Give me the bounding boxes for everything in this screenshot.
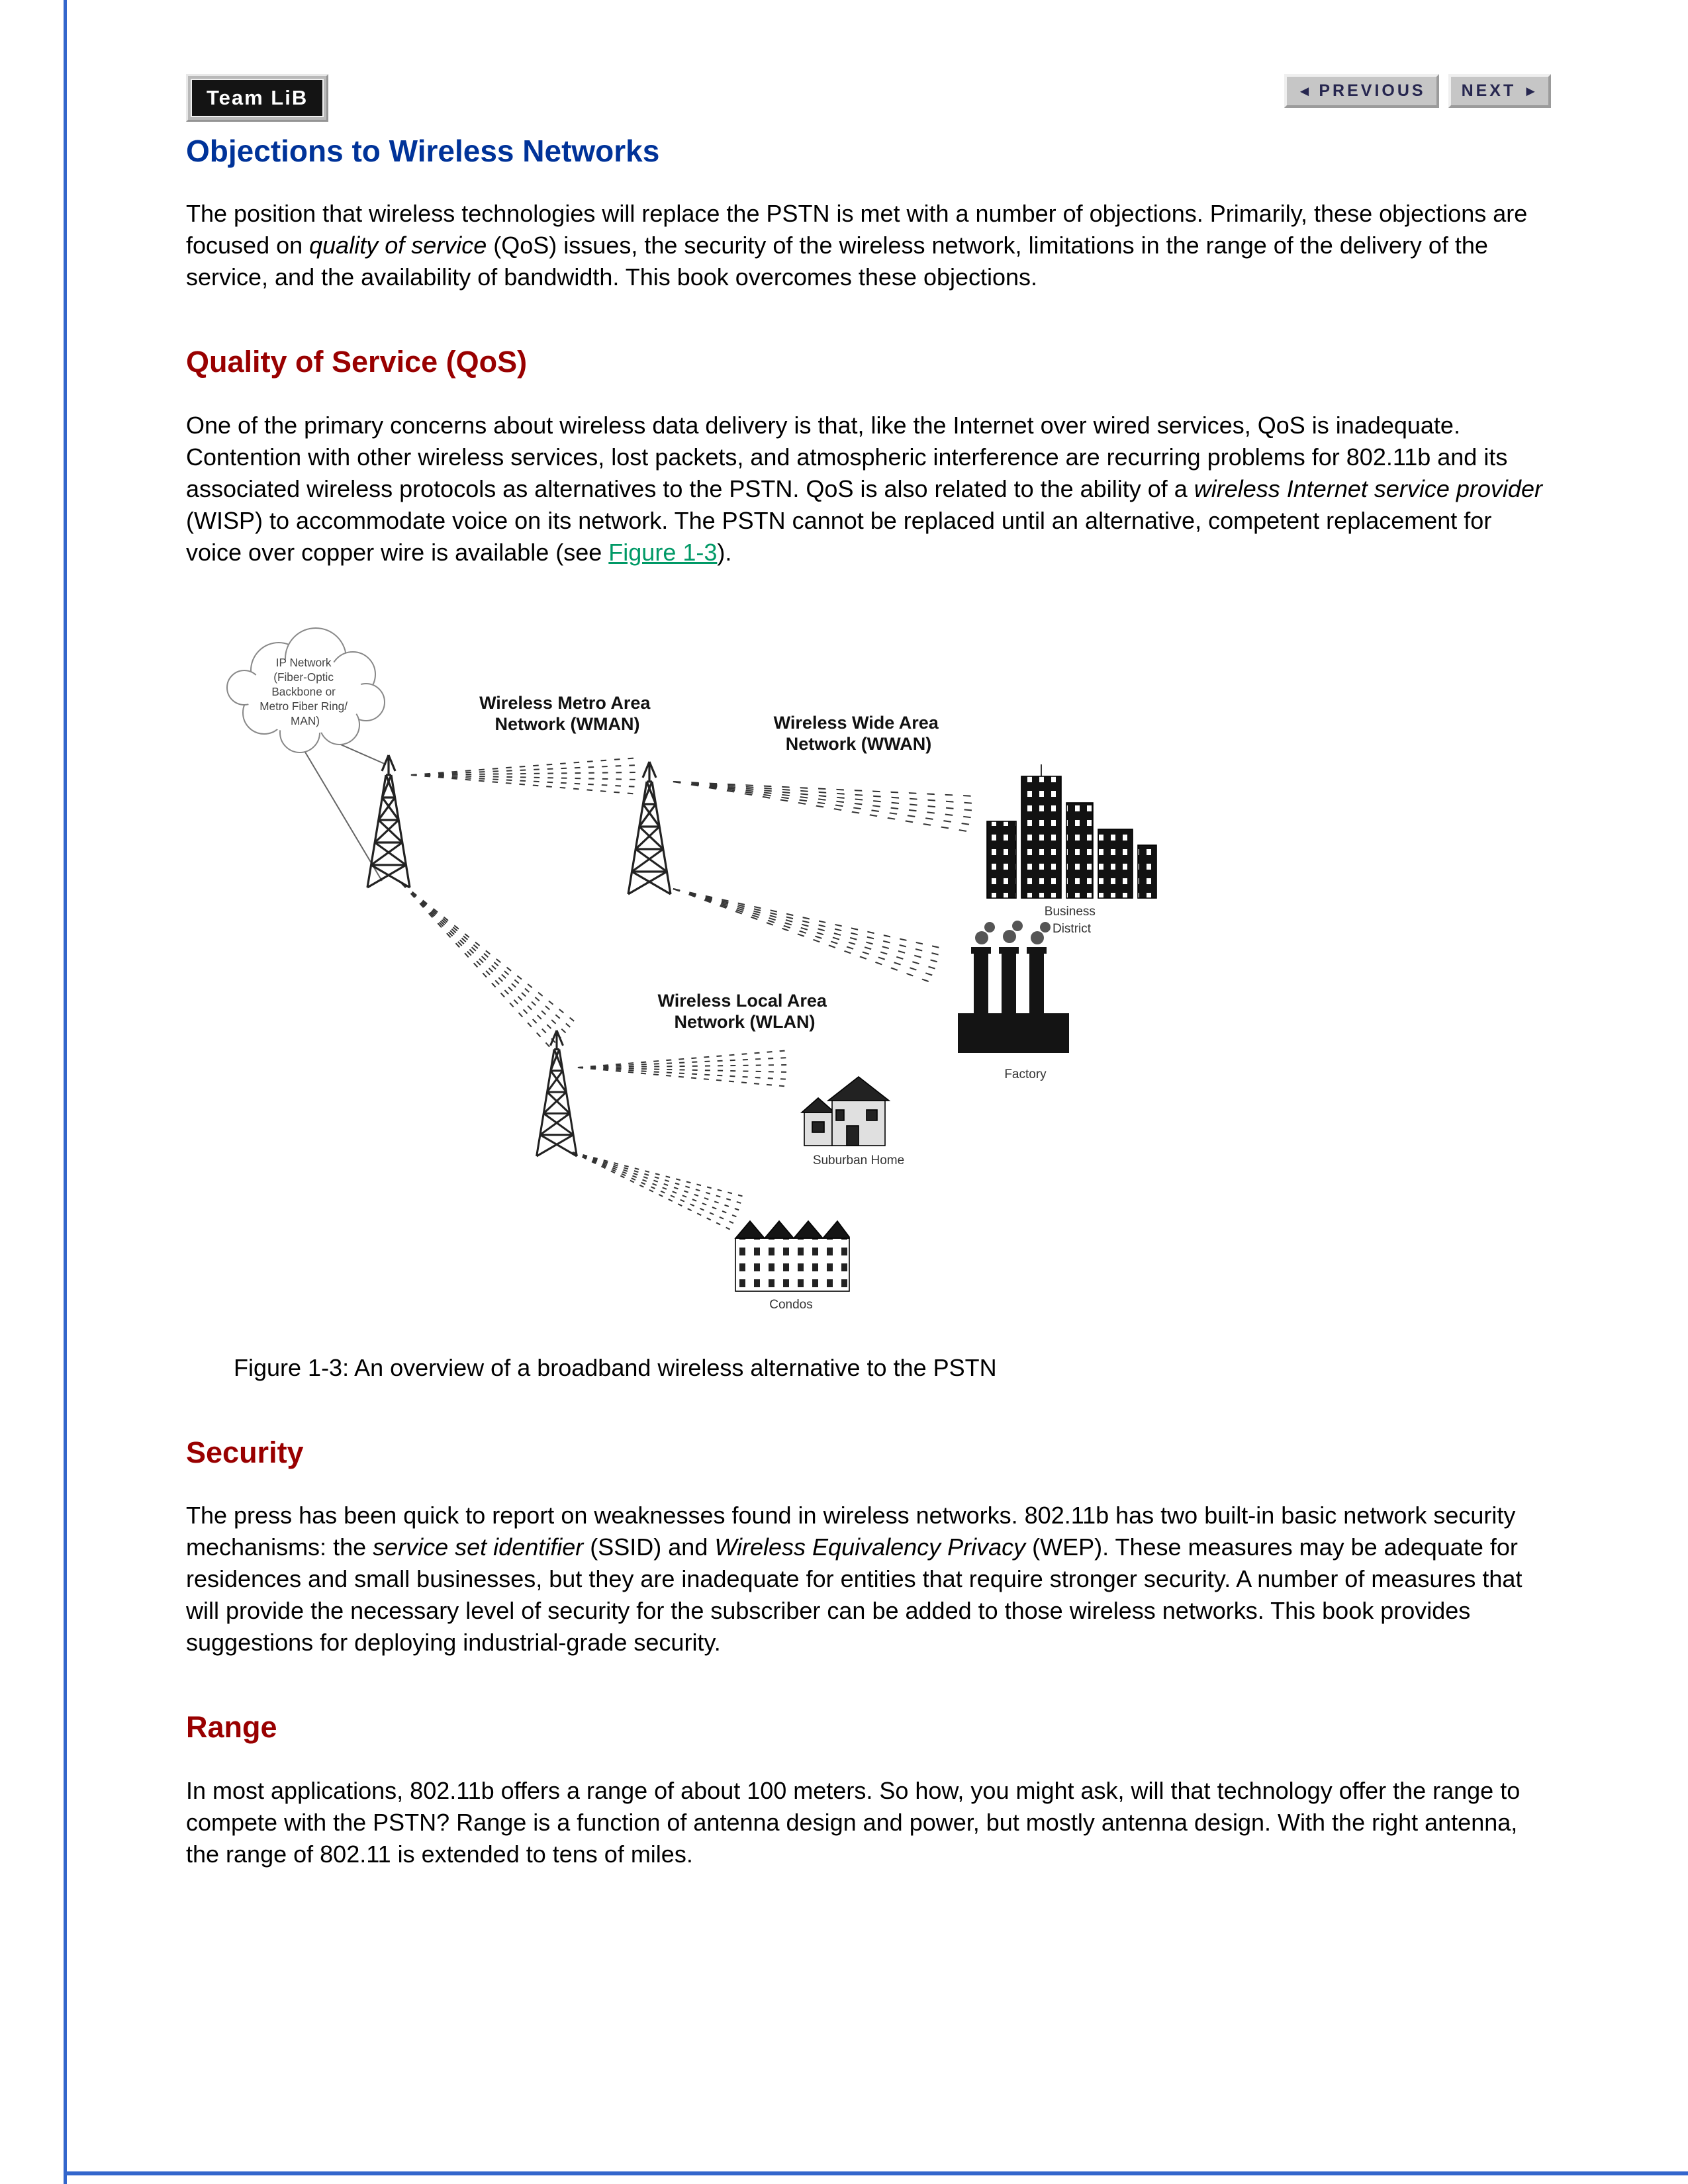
text-run-italic: Wireless Equivalency Privacy [714,1533,1026,1561]
factory-icon [958,920,1069,1053]
ip-network-cloud-icon [226,627,385,753]
business-district-label: Business District [1045,905,1099,936]
wlan-label: Wireless Local Area Network (WLAN) [658,991,832,1032]
security-heading: Security [186,1435,304,1469]
intro-paragraph: The position that wireless technologies … [186,198,1551,293]
cloud-label: IP Network (Fiber-Optic Backbone or Metr… [259,656,351,727]
text-run: (WEP). These measures may be adequate fo… [186,1533,1523,1657]
text-run: ). [717,538,732,566]
wireless-network-diagram: IP Network (Fiber-Optic Backbone or Metr… [226,627,1157,1312]
text-run: (QoS) issues, the security of the wirele… [186,231,1488,291]
page-content: Team LiB ◄ PREVIOUS NEXT ► Objections to… [186,74,1551,1894]
page-title: Objections to Wireless Networks [186,134,660,168]
top-navigation: Team LiB ◄ PREVIOUS NEXT ► [186,74,1551,122]
qos-heading: Quality of Service (QoS) [186,344,528,379]
text-run: One of the primary concerns about wirele… [186,411,1508,502]
figure-caption: Figure 1-3: An overview of a broadband w… [234,1353,997,1381]
team-lib-label: Team LiB [191,79,324,117]
wwan-tower-icon [627,760,672,895]
wwan-label: Wireless Wide Area Network (WWAN) [774,713,944,754]
next-label: NEXT [1461,81,1517,100]
text-run-italic: wireless Internet service provider [1194,475,1542,502]
previous-label: PREVIOUS [1319,81,1426,100]
wlan-tower-icon [536,1029,578,1158]
figure-1-3-link[interactable]: Figure 1-3 [608,538,718,566]
wman-label: Wireless Metro Area Network (WMAN) [479,693,655,734]
business-district-icon [986,764,1157,899]
text-run: (WISP) to accommodate voice on its netwo… [186,506,1492,566]
page-bottom-border [64,2171,1688,2175]
previous-arrow-icon: ◄ [1297,83,1312,99]
condos-label: Condos [769,1298,813,1312]
text-run: The press has been quick to report on we… [186,1502,1516,1561]
page-left-border [64,0,67,2184]
security-paragraph: The press has been quick to report on we… [186,1500,1551,1659]
next-arrow-icon: ► [1523,83,1538,99]
next-button[interactable]: NEXT ► [1448,74,1551,108]
team-lib-button[interactable]: Team LiB [186,74,329,122]
factory-label: Factory [1004,1068,1047,1081]
previous-button[interactable]: ◄ PREVIOUS [1284,74,1439,108]
figure-1-3: IP Network (Fiber-Optic Backbone or Metr… [226,627,1551,1330]
text-run-italic: quality of service [309,231,487,259]
wman-tower-icon [366,754,411,889]
text-run: (SSID) and [583,1533,715,1561]
text-run-italic: service set identifier [373,1533,584,1561]
range-heading: Range [186,1710,277,1745]
condos-icon [734,1220,850,1292]
qos-paragraph: One of the primary concerns about wirele… [186,410,1551,569]
suburban-home-icon [800,1075,891,1146]
suburban-home-label: Suburban Home [813,1154,904,1167]
range-paragraph: In most applications, 802.11b offers a r… [186,1777,1521,1868]
text-run: The position that wireless technologies … [186,199,1528,259]
prev-next-nav: ◄ PREVIOUS NEXT ► [1284,74,1551,108]
